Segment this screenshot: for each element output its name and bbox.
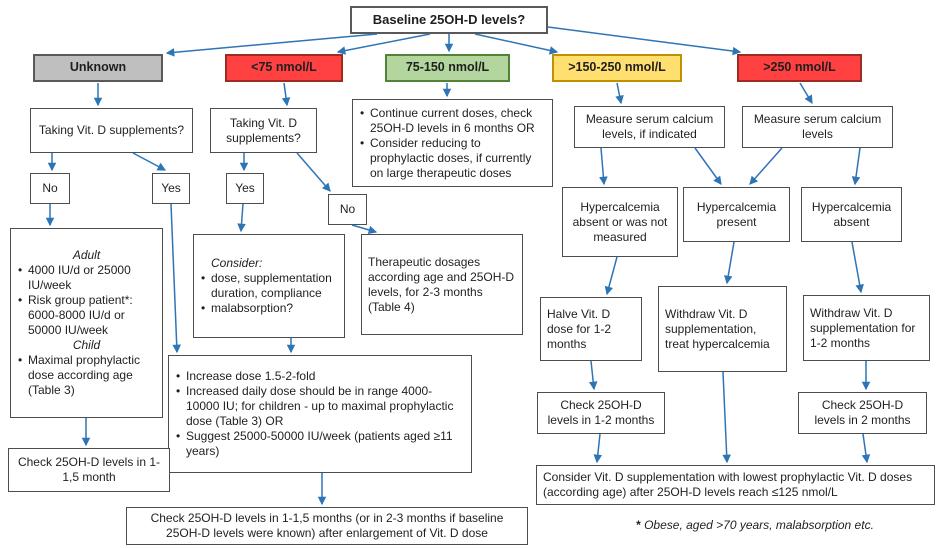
node-check-after-enlargement: Check 25OH-D levels in 1-1,5 months (or … xyxy=(126,507,528,545)
node-taking-supplements-1: Taking Vit. D supplements? xyxy=(30,108,193,153)
node-level-below-75: <75 nmol/L xyxy=(225,54,343,82)
footnote-text: Obese, aged >70 years, malabsorption etc… xyxy=(644,518,874,532)
arrow-150250-measure1 xyxy=(615,82,624,105)
node-withdraw-1-2-months: Withdraw Vit. D supplementation for 1-2 … xyxy=(803,295,930,361)
arrow-no2-therapeutic xyxy=(351,224,378,235)
node-increase-dose: Increase dose 1.5-2-fold Increased daily… xyxy=(168,355,472,473)
arrow-measure2-absent xyxy=(851,147,861,186)
arrow-withdrawtreat-considerbottom xyxy=(722,371,731,464)
arrow-root-150-250 xyxy=(474,33,559,55)
arrow-measure1-absentnm xyxy=(599,147,608,186)
node-level-above-250: >250 nmol/L xyxy=(737,54,862,82)
node-measure-calcium-if-indicated: Measure serum calcium levels, if indicat… xyxy=(574,106,725,148)
node-hypercalcemia-present: Hypercalcemia present xyxy=(683,187,790,242)
node-level-unknown: Unknown xyxy=(33,54,163,82)
arrow-check12-considerbottom xyxy=(593,433,603,464)
node-halve-dose: Halve Vit. D dose for 1-2 months xyxy=(540,297,642,361)
heading-adult: Adult xyxy=(72,248,101,262)
footnote-asterisk: * xyxy=(636,518,645,532)
arrow-yes1-increase xyxy=(170,203,181,354)
bullet-item: Maximal prophylactic dose according age … xyxy=(17,353,156,398)
node-consider-lowest-prophylactic: Consider Vit. D supplementation with low… xyxy=(536,465,935,505)
arrow-root-above250 xyxy=(547,26,742,56)
heading-consider: Consider: xyxy=(211,256,263,270)
node-check-2-months: Check 25OH-D levels in 2 months xyxy=(798,392,927,434)
bullet-item: 4000 IU/d or 25000 IU/week xyxy=(17,263,156,293)
arrow-measure2-present xyxy=(749,147,783,185)
node-prophylactic-doses: Adult 4000 IU/d or 25000 IU/week Risk gr… xyxy=(10,228,163,418)
node-yes-1: Yes xyxy=(152,173,190,204)
arrow-root-below75 xyxy=(336,33,431,55)
bullet-item: Increased daily dose should be in range … xyxy=(175,384,465,429)
bullet-item: malabsorption? xyxy=(200,301,338,316)
arrow-check2-considerbottom xyxy=(861,433,871,464)
node-check-1-2-months: Check 25OH-D levels in 1-2 months xyxy=(537,392,665,434)
node-yes-2: Yes xyxy=(226,173,264,204)
node-hypercalcemia-absent-not-measured: Hypercalcemia absent or was not measured xyxy=(562,187,678,257)
node-consider-causes: Consider: dose, supplementation duration… xyxy=(193,234,345,338)
footnote-risk-group: * Obese, aged >70 years, malabsorption e… xyxy=(575,518,935,532)
arrow-absent-withdraw12 xyxy=(851,241,864,294)
heading-child: Child xyxy=(72,338,101,352)
bullet-item: Risk group patient*: 6000-8000 IU/d or 5… xyxy=(17,293,156,338)
arrow-present-withdrawtreat xyxy=(724,241,735,285)
bullet-item: Continue current doses, check 25OH-D lev… xyxy=(359,106,546,136)
node-check-1-15-month: Check 25OH-D levels in 1-1,5 month xyxy=(8,448,170,492)
arrow-yes2-consider xyxy=(237,203,246,233)
bullet-item: Consider reducing to prophylactic doses,… xyxy=(359,136,546,181)
arrow-absentnm-halve xyxy=(604,256,618,296)
bullet-item: Increase dose 1.5-2-fold xyxy=(175,369,465,384)
node-therapeutic-dosages: Therapeutic dosages according age and 25… xyxy=(361,234,523,335)
arrow-below75-taking2 xyxy=(281,82,291,107)
bullet-item: Suggest 25000-50000 IU/week (patients ag… xyxy=(175,429,465,459)
node-hypercalcemia-absent: Hypercalcemia absent xyxy=(801,187,902,242)
node-level-75-150: 75-150 nmol/L xyxy=(385,54,510,82)
node-withdraw-treat: Withdraw Vit. D supplementation, treat h… xyxy=(658,286,787,372)
node-no-2: No xyxy=(328,194,367,225)
arrow-taking1-yes xyxy=(132,152,167,171)
bullet-item: dose, supplementation duration, complian… xyxy=(200,271,338,301)
node-measure-calcium: Measure serum calcium levels xyxy=(742,106,893,148)
node-no-1: No xyxy=(30,173,70,204)
node-continue-current-doses: Continue current doses, check 25OH-D lev… xyxy=(352,99,553,187)
node-baseline-levels: Baseline 25OH-D levels? xyxy=(350,6,548,34)
arrow-above250-measure2 xyxy=(799,82,813,105)
arrow-halve-check12 xyxy=(588,360,598,391)
arrow-taking2-no xyxy=(296,152,331,192)
node-taking-supplements-2: Taking Vit. D supplements? xyxy=(210,108,317,153)
node-level-150-250: >150-250 nmol/L xyxy=(552,54,682,82)
arrow-measure1-present xyxy=(694,147,722,185)
arrow-root-unknown xyxy=(165,33,378,57)
